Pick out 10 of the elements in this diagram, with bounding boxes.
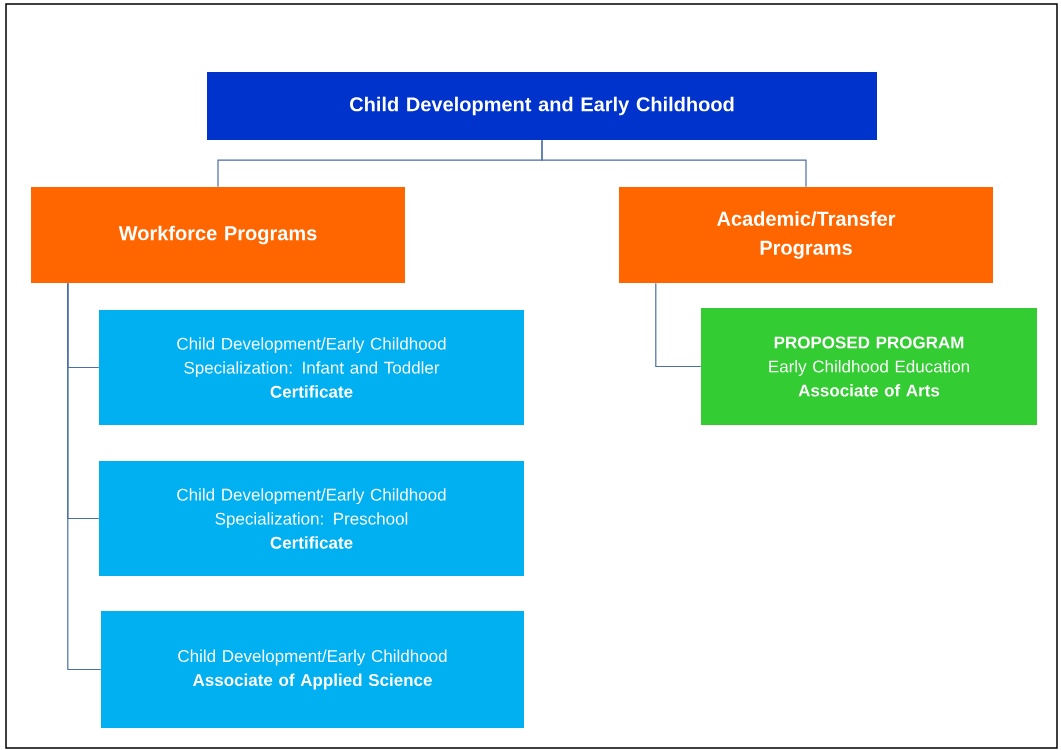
program-box: Child Development/Early Childhood Specialization: Preschool Certificate — [99, 461, 524, 576]
connector-line — [655, 282, 702, 368]
connector-line — [67, 282, 102, 671]
program-box: Child Development/Early Childhood Specialization: Infant and Toddler Certificate — [99, 310, 524, 425]
program-box: Workforce Programs — [31, 187, 405, 283]
program-box: Child Development and Early Childhood — [207, 72, 877, 140]
connector-line — [541, 139, 807, 188]
program-box: Child Development/Early Childhood Associate of Applied Science — [101, 611, 524, 728]
program-box: PROPOSED PROGRAM Early Childhood Education Associate of Arts — [701, 308, 1037, 425]
program-box: Academic/Transfer Programs — [619, 187, 993, 283]
